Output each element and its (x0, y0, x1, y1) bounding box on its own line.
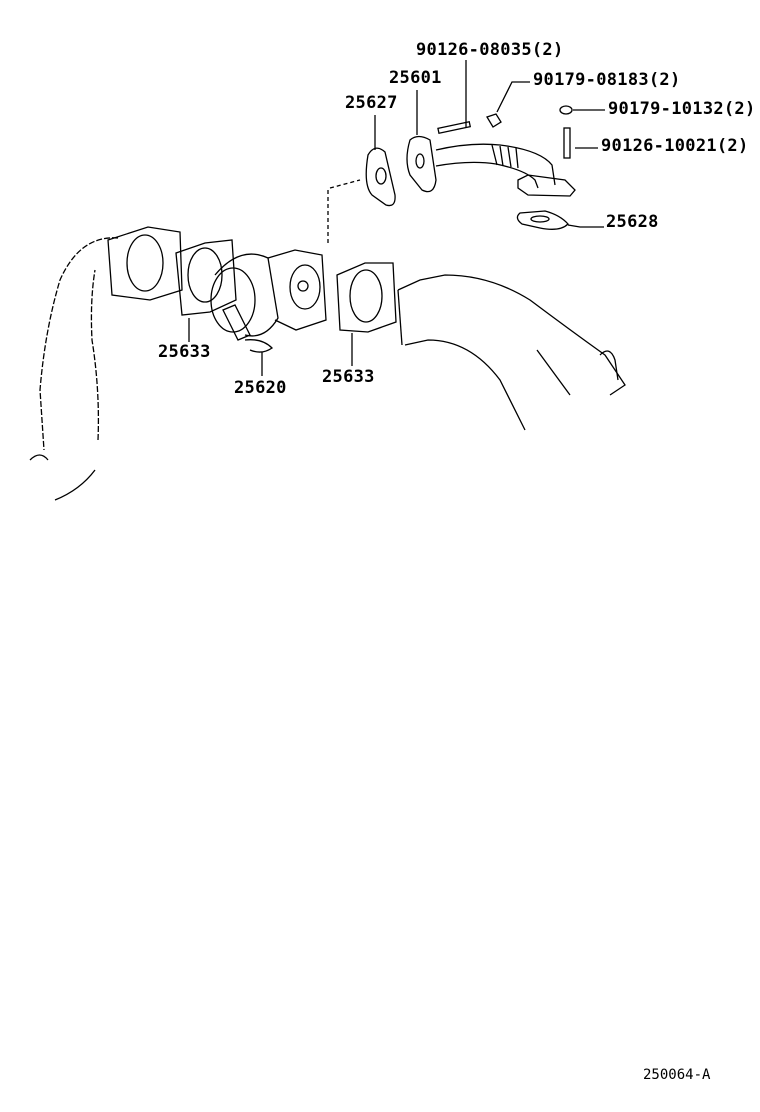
callout-25627[interactable]: 25627 (345, 93, 398, 113)
illustration-code: 250064-A (643, 1067, 711, 1083)
callout-90126-08035[interactable]: 90126-08035(2) (416, 40, 564, 60)
gasket-25633-left (175, 239, 237, 316)
callout-25633-right[interactable]: 25633 (322, 367, 375, 387)
gasket-25633-right (336, 262, 397, 333)
callout-25620[interactable]: 25620 (234, 378, 287, 398)
intake-manifold-right (397, 274, 626, 431)
callout-90126-10021[interactable]: 90126-10021(2) (601, 136, 749, 156)
callout-25628[interactable]: 25628 (606, 212, 659, 232)
egr-valve-25620 (210, 249, 327, 353)
leader-lines (188, 60, 605, 376)
callout-90179-10132[interactable]: 90179-10132(2) (608, 99, 756, 119)
gasket-25628 (516, 210, 569, 230)
gasket-25627 (365, 147, 396, 207)
callout-25633-left[interactable]: 25633 (158, 342, 211, 362)
egr-pipe-25601 (406, 105, 576, 197)
callout-90179-08183[interactable]: 90179-08183(2) (533, 70, 681, 90)
callout-25601[interactable]: 25601 (389, 68, 442, 88)
intake-pipe-left (29, 226, 183, 501)
